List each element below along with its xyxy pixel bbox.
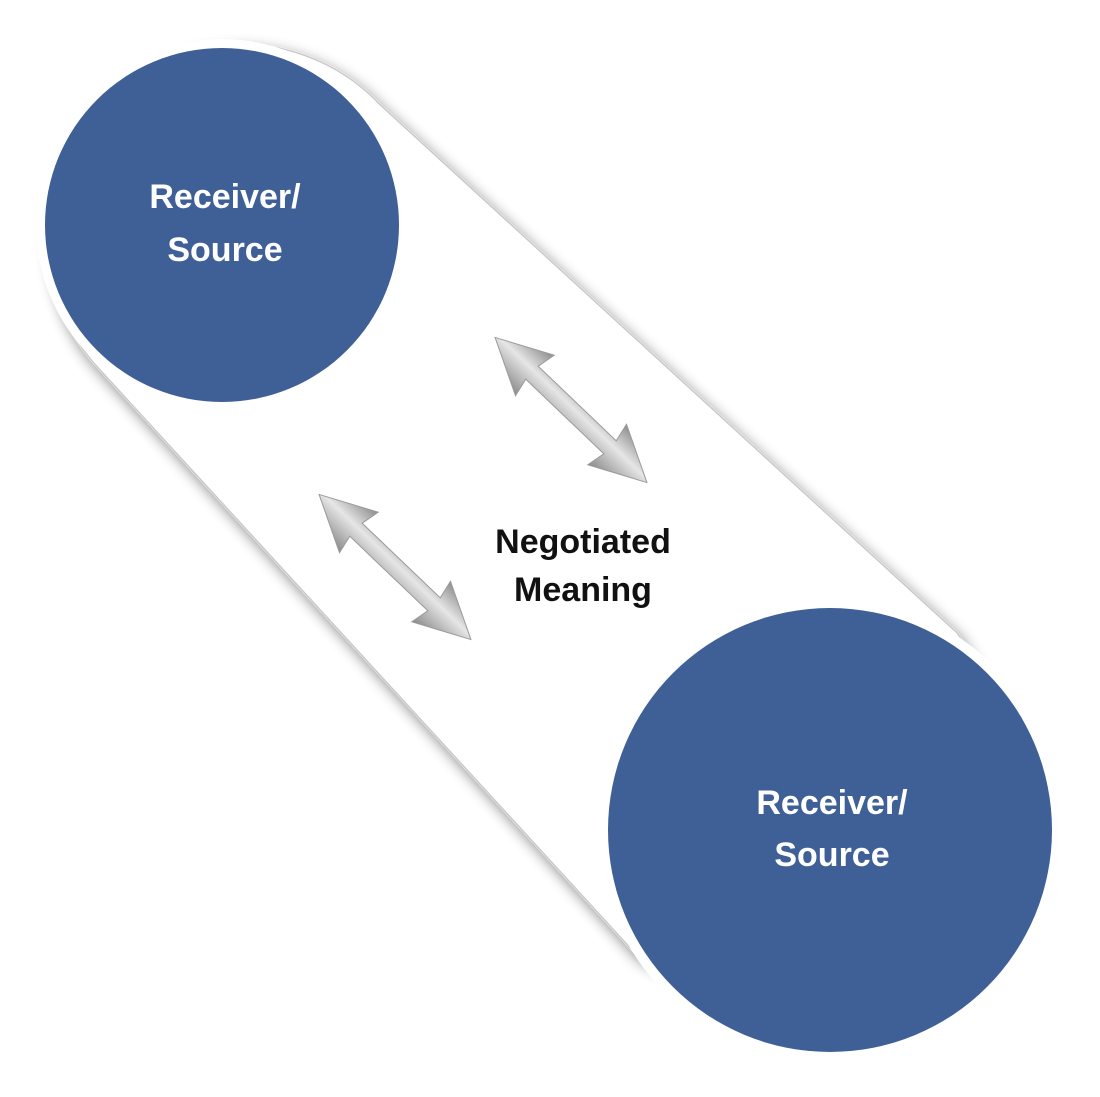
center-label-line2: Meaning: [514, 571, 652, 609]
node-circle: [45, 48, 399, 402]
node-label-line2: Source: [167, 231, 282, 269]
receiver-source-node-top-left: Receiver/ Source: [36, 39, 408, 411]
node-circle: [608, 608, 1052, 1052]
node-label-line1: Receiver/: [149, 178, 301, 216]
node-label-line2: Source: [774, 836, 889, 874]
receiver-source-node-bottom-right: Receiver/ Source: [598, 598, 1062, 1062]
center-label-line1: Negotiated: [495, 523, 671, 561]
double-headed-arrow-icon: [494, 336, 648, 484]
double-headed-arrow-icon: [318, 493, 472, 641]
node-label-line1: Receiver/: [756, 784, 908, 822]
negotiated-meaning-label: Negotiated Meaning: [495, 523, 671, 609]
